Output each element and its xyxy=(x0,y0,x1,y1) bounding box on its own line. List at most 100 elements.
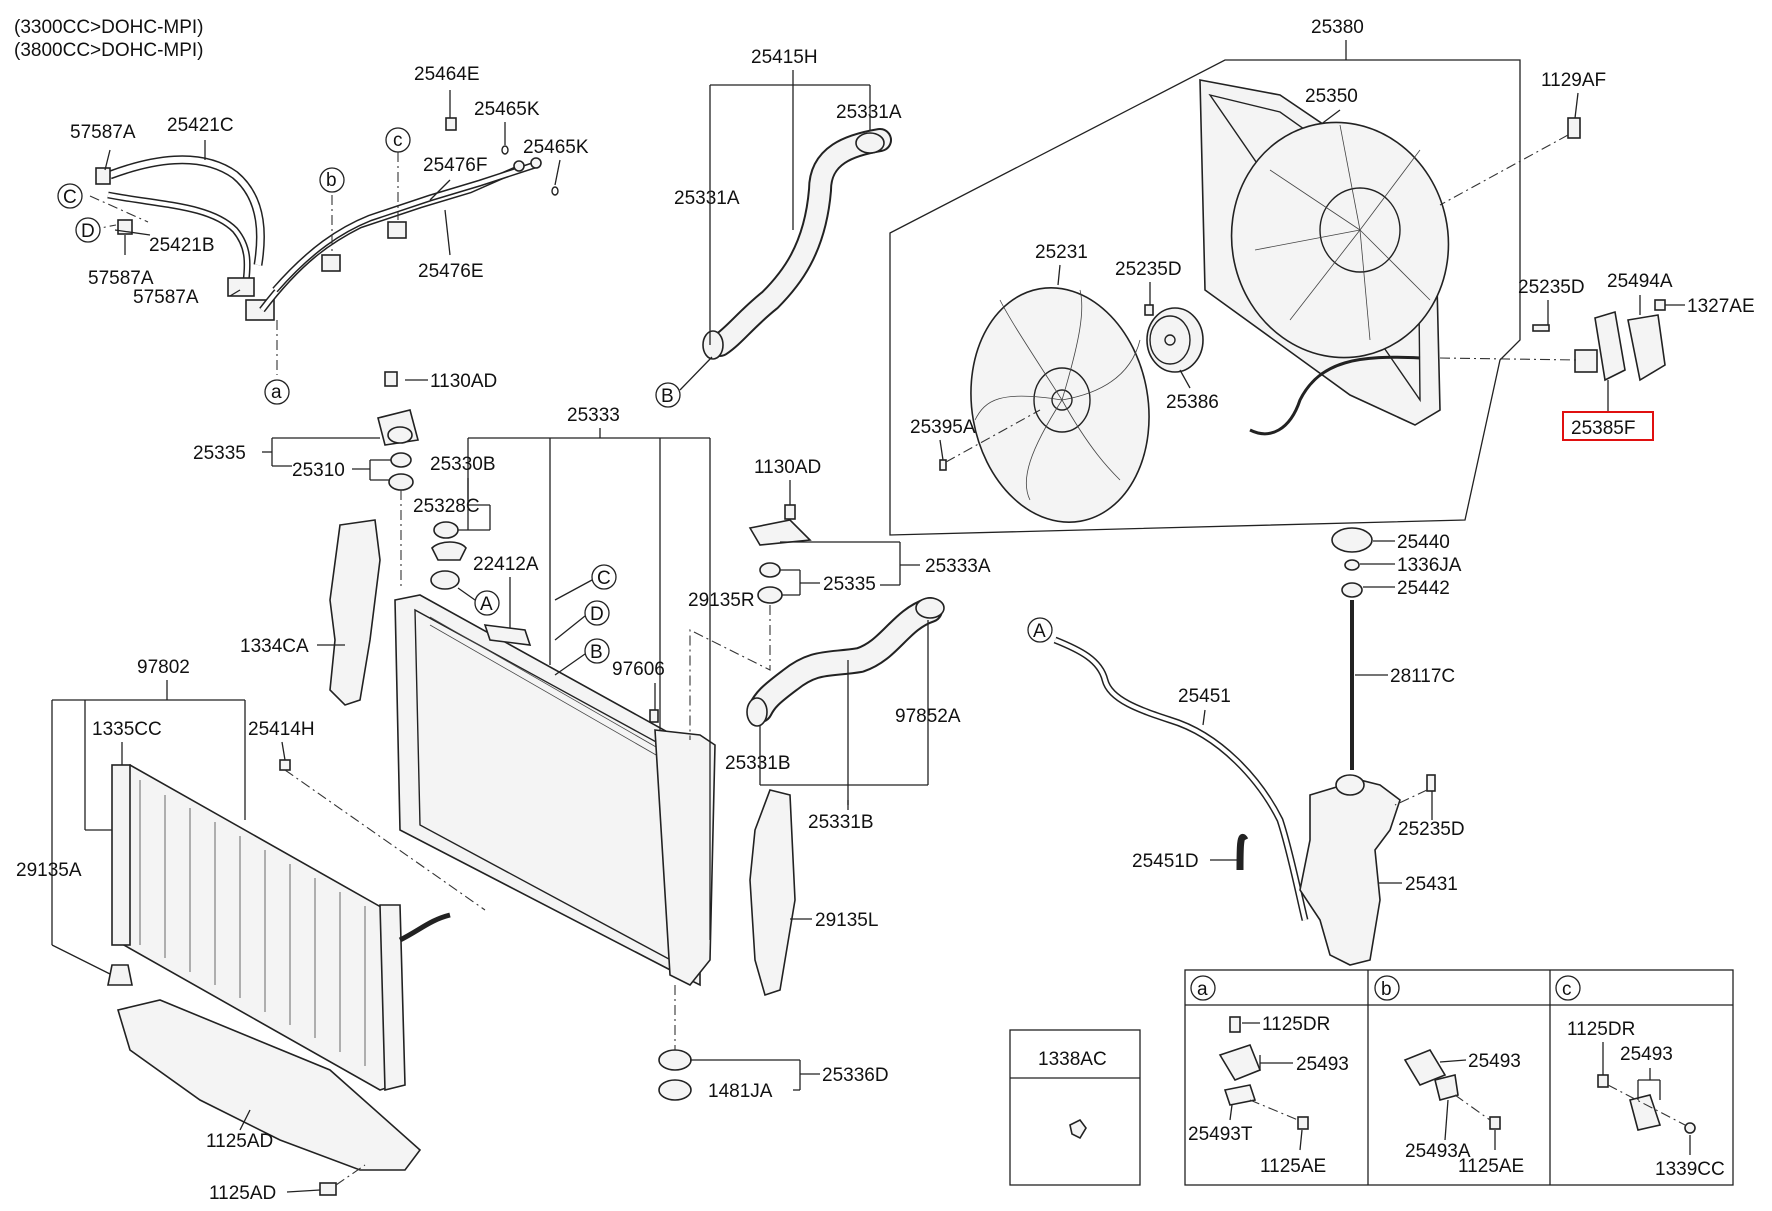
callout-c-rad-circle xyxy=(591,564,617,590)
callout-circles-top-left: C D b c a xyxy=(57,127,411,405)
lower-radiator-hose xyxy=(746,597,945,727)
label-57587a-1: 57587A xyxy=(70,122,136,143)
label-25336d: 25336D xyxy=(822,1065,889,1086)
label-1338ac: 1338AC xyxy=(1038,1049,1107,1070)
bracket-25333a xyxy=(748,519,812,546)
callout-a-res-circle xyxy=(1027,617,1053,643)
label-1129af: 1129AF xyxy=(1541,70,1606,91)
upper-radiator-hose xyxy=(702,128,892,360)
label-25231: 25231 xyxy=(1035,242,1088,263)
label-25385f: 25385F xyxy=(1571,418,1635,439)
label-25331b-2: 25331B xyxy=(725,753,791,774)
label-25235d-3: 25235D xyxy=(1398,819,1465,840)
gasket-25442 xyxy=(1341,582,1363,598)
condenser xyxy=(111,764,451,1092)
label-25395a: 25395A xyxy=(910,417,976,438)
label-97606: 97802 xyxy=(137,657,190,678)
leaders-25333 xyxy=(262,437,380,467)
label-25442: 25442 xyxy=(1397,578,1450,599)
bolt-1327ae xyxy=(1654,299,1666,311)
label-22412a: 22412A xyxy=(473,554,539,575)
label-a-1125ae: 1125AE xyxy=(1260,1156,1326,1177)
leader-1129af xyxy=(1574,92,1579,119)
grommet-upper-2 xyxy=(388,473,414,491)
label-b-25493a: 25493A xyxy=(1405,1141,1471,1162)
label-1335cc: 25414H xyxy=(248,719,315,740)
label-c-1339cc: 1339CC xyxy=(1655,1159,1725,1180)
label-25421b: 25421B xyxy=(149,235,215,256)
detail-b-parts xyxy=(1403,1049,1501,1130)
clip-1334ca xyxy=(649,709,659,723)
label-25335-2: 25335 xyxy=(823,574,876,595)
label-25415h: 25415H xyxy=(751,47,818,68)
fan-resistor xyxy=(1574,310,1666,382)
label-a-25493t: 25493T xyxy=(1188,1124,1253,1145)
leaders-25335-2 xyxy=(780,569,820,596)
label-25380: 25380 xyxy=(1311,17,1364,38)
label-25465k-2: 25465K xyxy=(523,137,589,158)
label-c-1125dr: 1125DR xyxy=(1567,1019,1635,1040)
detail-b-letter: b xyxy=(1381,979,1392,1000)
label-1125ad-bottom: 1125AD xyxy=(209,1183,276,1204)
leader-1125ad xyxy=(286,1189,321,1193)
label-25451d: 25451D xyxy=(1132,851,1199,872)
detail-c-letter: c xyxy=(1562,979,1572,1000)
radiator xyxy=(394,594,716,987)
bracket-25333 xyxy=(377,409,420,446)
air-guard-29135r xyxy=(329,519,381,706)
dash-1125ad xyxy=(335,1164,366,1186)
callout-a-rad-circle xyxy=(474,590,500,616)
detail-c-parts xyxy=(1597,1074,1696,1134)
air-guard-29135a xyxy=(116,999,422,1171)
label-a-25493: 25493 xyxy=(1296,1054,1349,1075)
filler-neck xyxy=(430,570,460,590)
grommet-right-1 xyxy=(759,562,781,578)
label-57587a-2: 57587A xyxy=(88,268,154,289)
label-25331a-2: 25331A xyxy=(674,188,740,209)
label-b-1125ae: 1125AE xyxy=(1458,1156,1524,1177)
detail-a-parts xyxy=(1218,1016,1309,1130)
label-29135l: 29135L xyxy=(815,910,878,931)
label-97852a: 29135A xyxy=(16,860,82,881)
label-25335-1: 25310 xyxy=(292,460,345,481)
detail-a-letter: a xyxy=(1197,979,1208,1000)
callout-b-lower: b xyxy=(326,170,337,191)
cap-gasket xyxy=(433,521,459,539)
seal-1336ja xyxy=(1344,559,1360,571)
leaders-upper-hose xyxy=(709,70,871,345)
leaders-25335-1 xyxy=(352,459,392,481)
label-25440: 25440 xyxy=(1397,532,1450,553)
label-25476f: 25476F xyxy=(423,155,487,176)
label-25464e: 25464E xyxy=(414,64,480,85)
label-1130ad-1: 1130AD xyxy=(430,371,497,392)
bolt-1130ad-1 xyxy=(384,371,398,387)
engine-note-3300: (3300CC>DOHC-MPI) xyxy=(14,17,204,38)
leaders-lower-hose xyxy=(759,620,929,810)
fan-blade xyxy=(970,286,1150,524)
reservoir-cap xyxy=(1331,527,1373,553)
insulator-97852a xyxy=(107,964,133,986)
leaders-25333a xyxy=(780,541,920,586)
bolt-1129af xyxy=(1567,117,1581,139)
label-1327ae: 1327AE xyxy=(1687,296,1755,317)
leaders-radiator xyxy=(467,428,711,940)
label-25421c: 25421C xyxy=(167,115,234,136)
label-25235d-1: 25235D xyxy=(1115,259,1182,280)
label-25494a: 25494A xyxy=(1607,271,1673,292)
callout-c-upper: C xyxy=(63,187,77,208)
bolt-1130ad-2 xyxy=(784,504,796,520)
label-29135a: 1125AD xyxy=(206,1131,273,1152)
label-28117c: 28117C xyxy=(1390,666,1455,687)
label-25310: 25333 xyxy=(567,405,620,426)
callout-d-rad-circle xyxy=(584,600,610,626)
label-25451: 25451 xyxy=(1178,686,1231,707)
label-c-25493: 25493 xyxy=(1620,1044,1673,1065)
label-1336ja: 1336JA xyxy=(1397,555,1462,576)
label-25318: 29135R xyxy=(688,590,755,611)
oil-cooler-hose-group xyxy=(95,117,559,321)
grommet-right-2 xyxy=(757,586,783,604)
label-97802: 1335CC xyxy=(92,719,162,740)
callout-b-upper-hose: B xyxy=(661,386,674,407)
fan-shroud-assembly-box xyxy=(889,59,1521,536)
detail-box-panel: a b c xyxy=(1184,969,1734,1186)
